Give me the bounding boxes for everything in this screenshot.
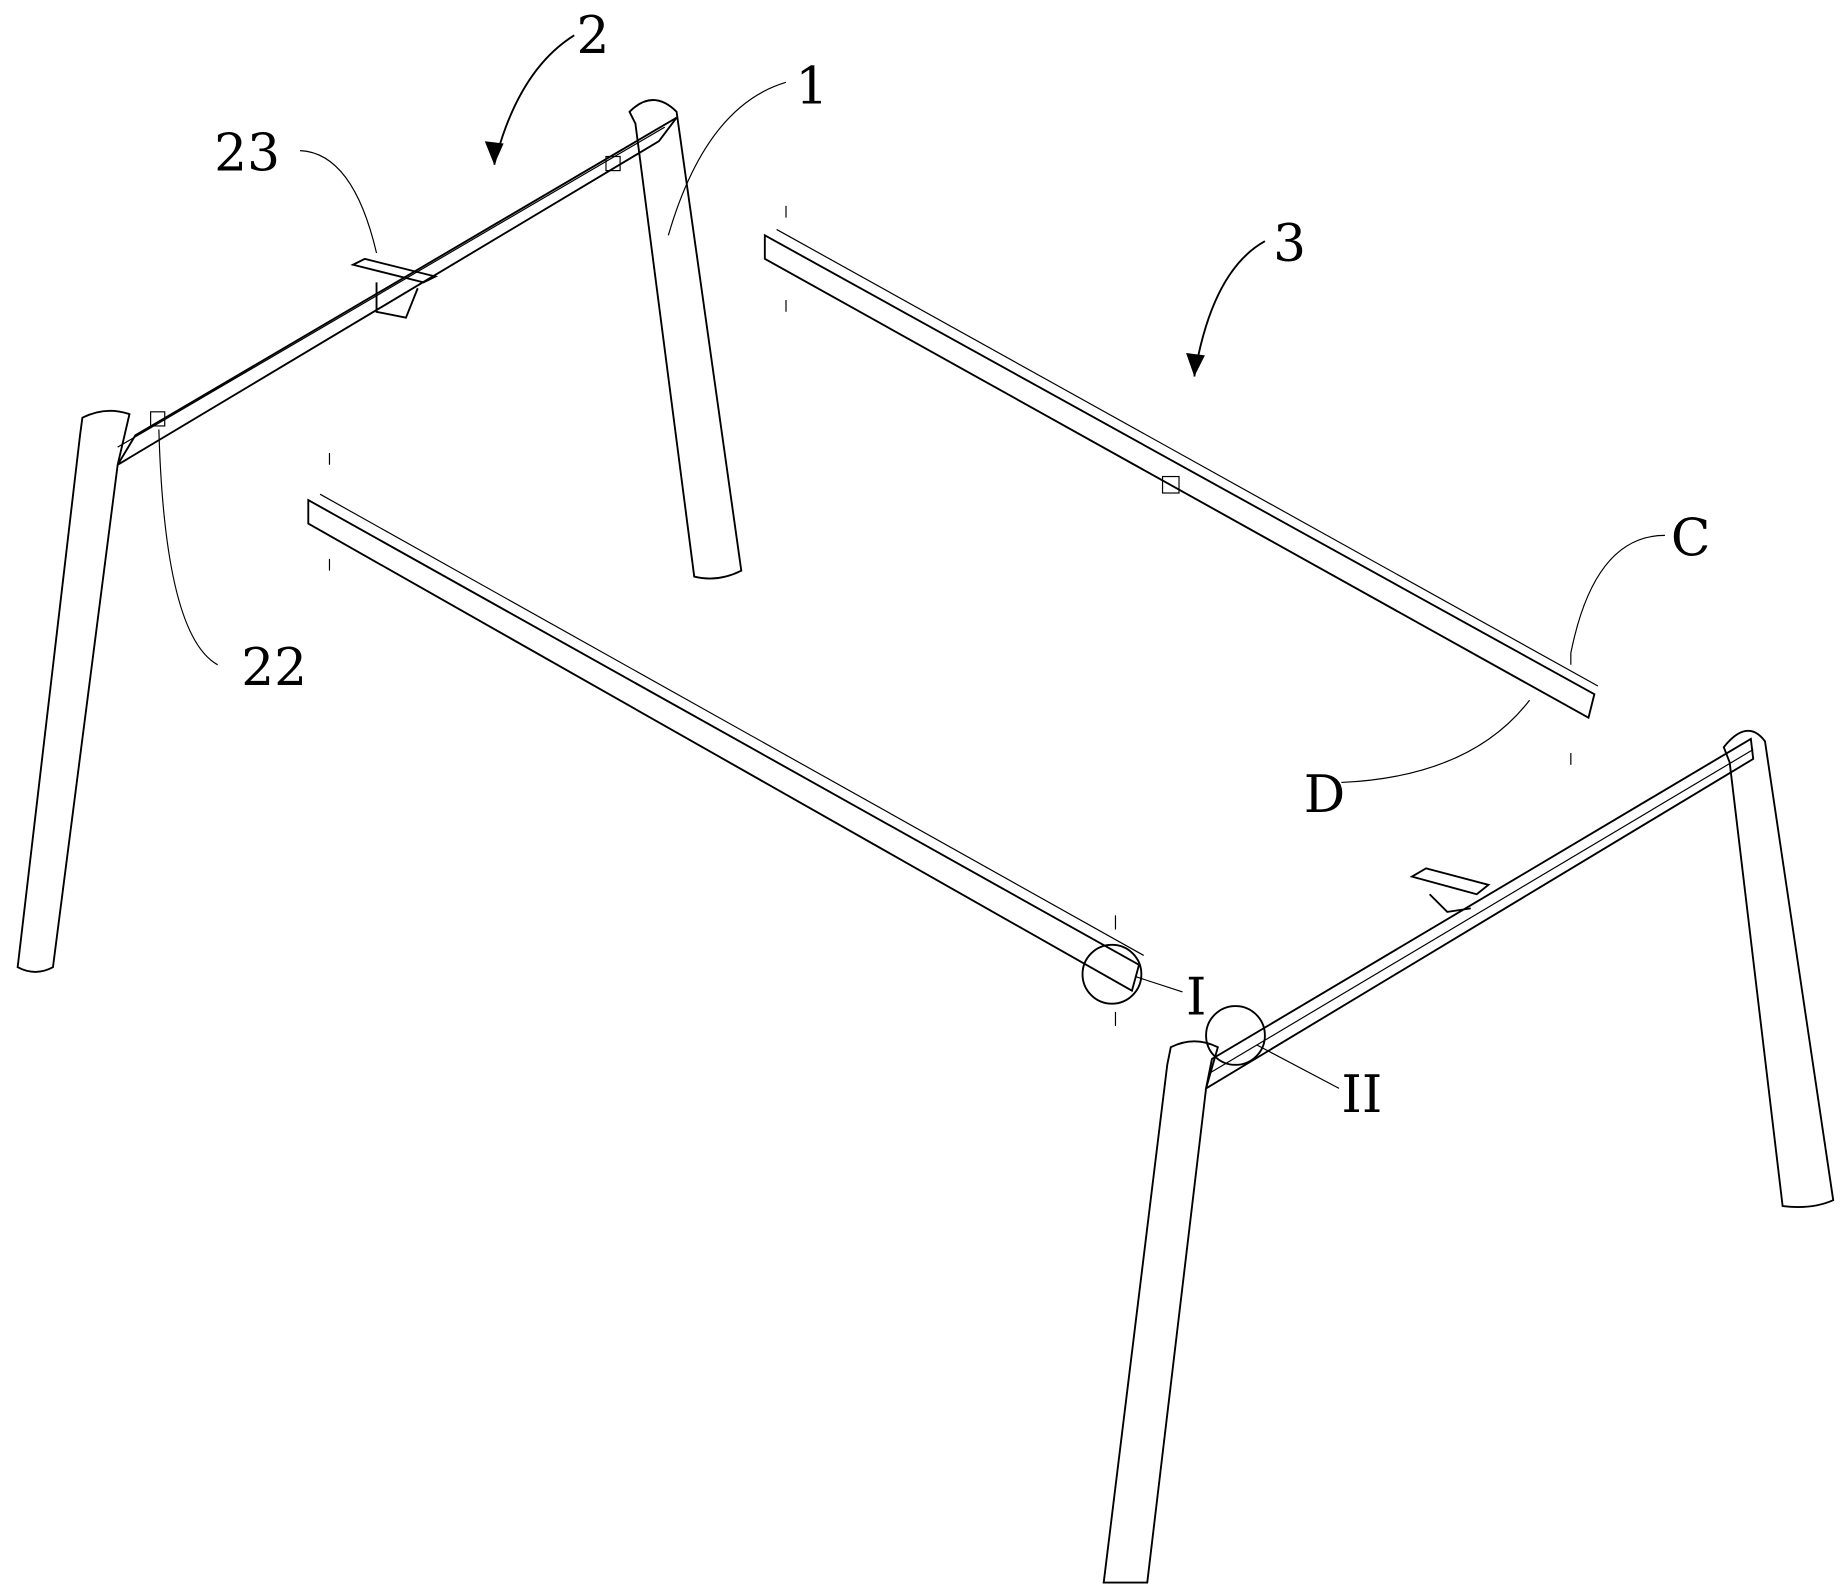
label-ii: II	[1341, 1065, 1382, 1125]
left-leg-frame	[18, 100, 742, 972]
detail-circle-ii	[1206, 1006, 1265, 1065]
label-3: 3	[1273, 214, 1306, 274]
label-i: I	[1186, 967, 1206, 1027]
label-d: D	[1304, 765, 1346, 825]
front-crossbeam	[308, 453, 1143, 1026]
back-crossbeam	[765, 206, 1598, 765]
label-c: C	[1671, 508, 1711, 568]
detail-circle-i	[1083, 945, 1142, 1004]
label-2: 2	[577, 6, 610, 66]
label-1: 1	[795, 57, 828, 117]
right-leg-frame	[1104, 731, 1834, 1583]
label-23: 23	[214, 124, 280, 184]
label-22: 22	[241, 638, 307, 698]
